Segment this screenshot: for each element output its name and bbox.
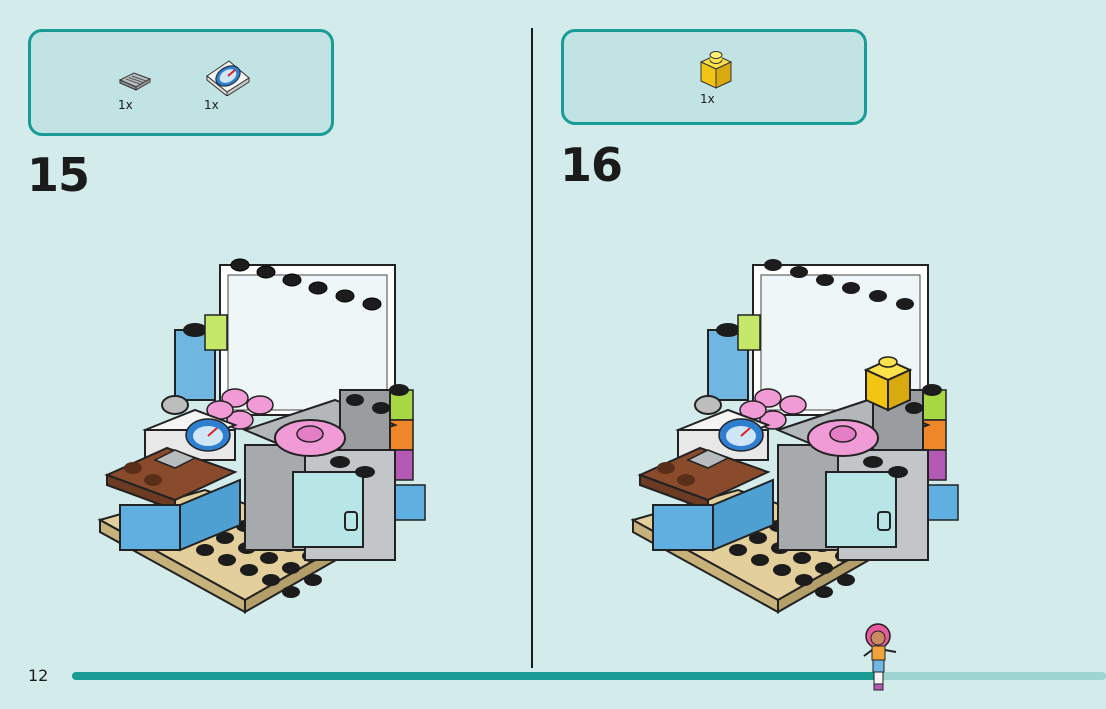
parts-list-step-15: 1x 1x: [28, 29, 334, 136]
part-qty-yellow-brick: 1x: [700, 92, 715, 106]
page-divider: [531, 28, 533, 668]
part-gauge-tile: [203, 56, 251, 100]
part-yellow-brick: [698, 50, 734, 94]
grey-grille-tile-icon: [117, 70, 153, 92]
step-number-16: 16: [560, 138, 622, 192]
page-number: 12: [28, 666, 48, 685]
minidoll-figure-icon: [858, 622, 902, 692]
progress-bar: [72, 672, 1106, 680]
progress-bar-fill: [72, 672, 879, 680]
part-qty-gauge-tile: 1x: [204, 98, 219, 112]
model-illustration-step-16: [628, 250, 973, 620]
gauge-printed-tile-icon: [203, 56, 251, 96]
parts-list-step-16: 1x: [561, 29, 867, 125]
step-number-15: 15: [27, 148, 89, 202]
yellow-brick-1x1-icon: [698, 50, 734, 90]
model-illustration-step-15: [95, 250, 440, 620]
part-grey-grille-tile: [117, 70, 153, 96]
part-qty-grey-grille: 1x: [118, 98, 133, 112]
